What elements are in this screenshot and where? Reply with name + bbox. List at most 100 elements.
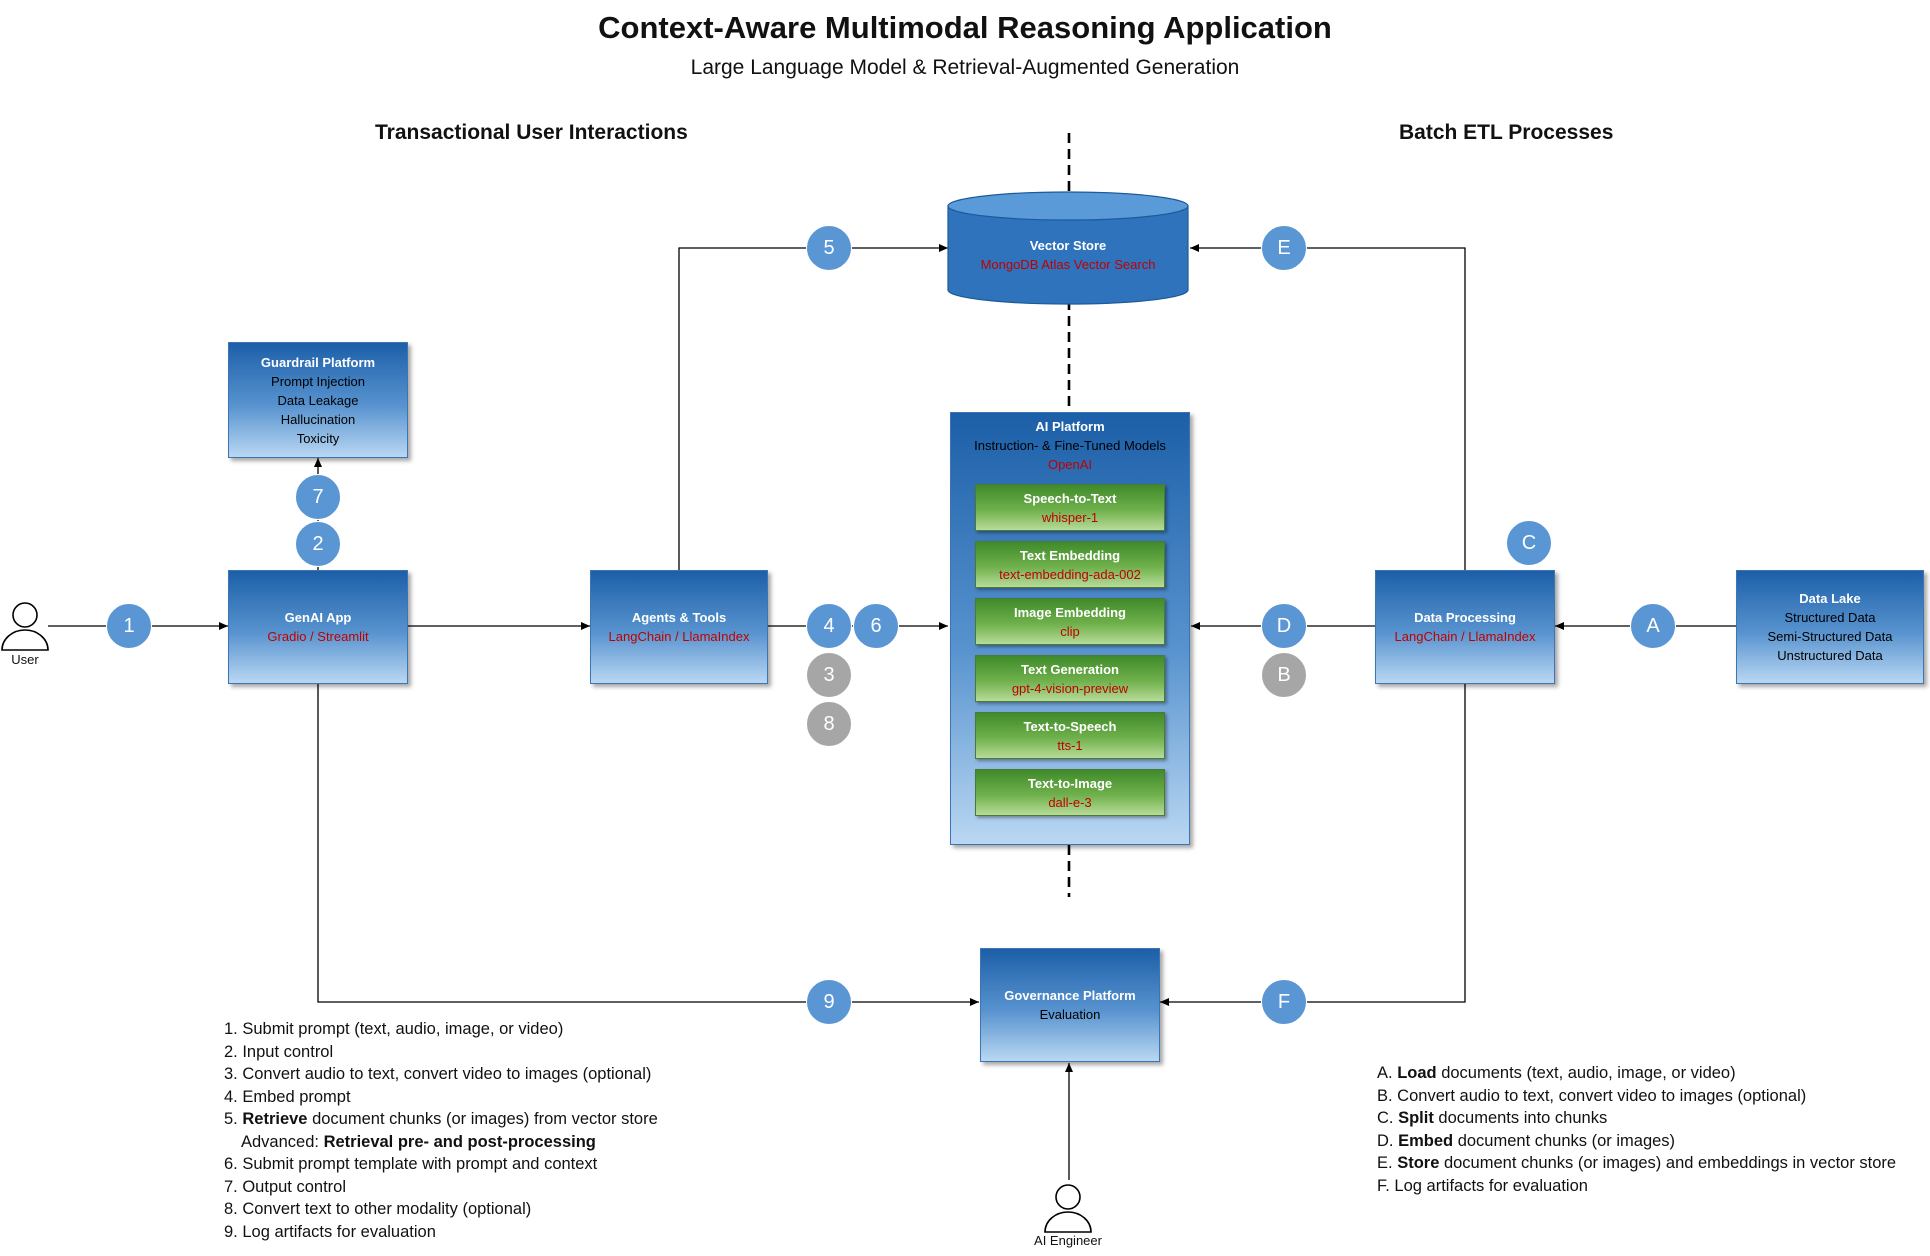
- model-text-embedding: Text Embedding text-embedding-ada-002: [975, 541, 1165, 588]
- model-text-generation: Text Generation gpt-4-vision-preview: [975, 655, 1165, 702]
- data-lake-box: Data Lake Structured Data Semi-Structure…: [1736, 570, 1924, 684]
- model-text-to-speech: Text-to-Speech tts-1: [975, 712, 1165, 759]
- diagram-title: Context-Aware Multimodal Reasoning Appli…: [598, 10, 1332, 45]
- genai-app-box: GenAI App Gradio / Streamlit: [228, 570, 408, 684]
- model-sub: gpt-4-vision-preview: [1011, 680, 1129, 696]
- arrow-processing-to-vectorstore: [1190, 244, 1466, 570]
- user-icon: [1, 602, 49, 651]
- data-lake-item: Unstructured Data: [1777, 648, 1883, 663]
- data-processing-sub: LangChain / LlamaIndex: [1394, 629, 1536, 644]
- step-4-badge: 4: [806, 603, 852, 649]
- legend-text: A.: [1377, 1064, 1398, 1082]
- agents-tools-box: Agents & Tools LangChain / LlamaIndex: [590, 570, 768, 684]
- step-6-badge: 6: [853, 603, 899, 649]
- vector-store-cylinder: [947, 191, 1189, 305]
- step-e-badge: E: [1261, 225, 1307, 271]
- data-processing-box: Data Processing LangChain / LlamaIndex: [1375, 570, 1555, 684]
- legend-item: 1. Submit prompt (text, audio, image, or…: [224, 1020, 564, 1038]
- model-speech-to-text: Speech-to-Text whisper-1: [975, 484, 1165, 531]
- legend-bold: Store: [1397, 1154, 1440, 1172]
- arrow-agents-to-vectorstore: [678, 244, 948, 570]
- step-5-badge: 5: [806, 225, 852, 271]
- vector-store-sub: MongoDB Atlas Vector Search: [980, 257, 1156, 272]
- vector-store-title: Vector Store: [1029, 238, 1107, 253]
- legend-item: E. Store document chunks (or images) and…: [1377, 1152, 1896, 1175]
- legend-batch-etl: A. Load documents (text, audio, image, o…: [1377, 1062, 1896, 1197]
- legend-text: 5.: [224, 1110, 243, 1128]
- ai-platform-sub: OpenAI: [1047, 457, 1093, 472]
- legend-item: 2. Input control: [224, 1042, 334, 1061]
- governance-line: Evaluation: [1039, 1007, 1101, 1022]
- legend-item: 3. Convert audio to text, convert video …: [224, 1065, 652, 1083]
- legend-text: Advanced:: [241, 1132, 324, 1151]
- model-text-to-image: Text-to-Image dall-e-3: [975, 769, 1165, 816]
- ai-platform-title: AI Platform: [1035, 419, 1105, 434]
- model-sub: clip: [1060, 623, 1080, 639]
- step-d-badge: D: [1261, 603, 1307, 649]
- agents-title: Agents & Tools: [631, 610, 727, 625]
- model-sub: tts-1: [1057, 737, 1083, 753]
- legend-bold: Split: [1398, 1109, 1434, 1127]
- ai-platform-line: Instruction- & Fine-Tuned Models: [974, 438, 1166, 453]
- legend-text: documents into chunks: [1433, 1109, 1608, 1127]
- legend-transactional: 1. Submit prompt (text, audio, image, or…: [224, 1018, 658, 1243]
- legend-text: document chunks (or images) from vector …: [307, 1110, 658, 1128]
- legend-text: document chunks (or images): [1453, 1131, 1676, 1150]
- genai-app-title: GenAI App: [284, 610, 352, 625]
- ai-platform-box: AI Platform Instruction- & Fine-Tuned Mo…: [950, 412, 1190, 845]
- legend-bold: Retrieval pre- and post-processing: [323, 1132, 596, 1151]
- legend-item: 6. Submit prompt template with prompt an…: [224, 1155, 598, 1173]
- model-title: Text-to-Speech: [1023, 718, 1117, 734]
- data-lake-item: Semi-Structured Data: [1767, 629, 1893, 644]
- section-title-batch-etl: Batch ETL Processes: [1399, 121, 1614, 144]
- model-title: Speech-to-Text: [1023, 490, 1117, 506]
- legend-item: 9. Log artifacts for evaluation: [224, 1222, 436, 1241]
- ai-engineer-label: AI Engineer: [1034, 1233, 1102, 1248]
- arrow-genai-to-governance: [317, 684, 979, 1006]
- step-b-badge: B: [1261, 652, 1307, 698]
- guardrail-title: Guardrail Platform: [260, 354, 376, 370]
- data-lake-title: Data Lake: [1799, 591, 1861, 606]
- legend-item: A. Load documents (text, audio, image, o…: [1377, 1062, 1896, 1085]
- legend-text: documents (text, audio, image, or video): [1436, 1064, 1736, 1082]
- legend-item: F. Log artifacts for evaluation: [1377, 1176, 1588, 1195]
- governance-platform-box: Governance Platform Evaluation: [980, 948, 1160, 1062]
- model-title: Text Generation: [1020, 661, 1119, 677]
- step-8-badge: 8: [806, 701, 852, 747]
- guardrail-item: Data Leakage: [277, 392, 359, 408]
- model-sub: whisper-1: [1041, 509, 1099, 525]
- model-image-embedding: Image Embedding clip: [975, 598, 1165, 645]
- step-2-badge: 2: [295, 521, 341, 567]
- guardrail-platform-box: Guardrail Platform Prompt Injection Data…: [228, 342, 408, 458]
- legend-item: D. Embed document chunks (or images): [1377, 1130, 1896, 1153]
- vector-store-label: Vector Store MongoDB Atlas Vector Search: [948, 236, 1188, 274]
- guardrail-item: Prompt Injection: [271, 373, 365, 389]
- legend-bold: Embed: [1398, 1131, 1454, 1150]
- legend-item: 4. Embed prompt: [224, 1087, 351, 1106]
- model-title: Text-to-Image: [1027, 775, 1113, 791]
- legend-item: 7. Output control: [224, 1177, 346, 1196]
- guardrail-item: Toxicity: [296, 430, 340, 446]
- governance-title: Governance Platform: [1004, 988, 1136, 1003]
- model-sub: text-embedding-ada-002: [999, 566, 1141, 582]
- data-processing-title: Data Processing: [1414, 610, 1516, 625]
- legend-text: D.: [1377, 1131, 1399, 1150]
- ai-engineer-icon: [1044, 1184, 1092, 1233]
- model-title: Text Embedding: [1019, 547, 1121, 563]
- guardrail-item: Hallucination: [280, 411, 356, 427]
- legend-text: document chunks (or images) and embeddin…: [1439, 1154, 1897, 1172]
- agents-sub: LangChain / LlamaIndex: [608, 629, 750, 644]
- diagram-subtitle: Large Language Model & Retrieval-Augment…: [690, 56, 1240, 79]
- section-title-transactional: Transactional User Interactions: [375, 121, 688, 144]
- legend-item: C. Split documents into chunks: [1377, 1107, 1896, 1130]
- step-3-badge: 3: [806, 652, 852, 698]
- legend-item: B. Convert audio to text, convert video …: [1377, 1086, 1807, 1105]
- legend-text: E.: [1377, 1154, 1398, 1172]
- step-9-badge: 9: [806, 979, 852, 1025]
- user-label: User: [11, 652, 39, 667]
- legend-item: 5. Retrieve document chunks (or images) …: [224, 1108, 658, 1131]
- legend-item: 8. Convert text to other modality (optio…: [224, 1200, 532, 1218]
- legend-text: C.: [1377, 1109, 1399, 1127]
- step-1-badge: 1: [106, 603, 152, 649]
- step-a-badge: A: [1630, 603, 1676, 649]
